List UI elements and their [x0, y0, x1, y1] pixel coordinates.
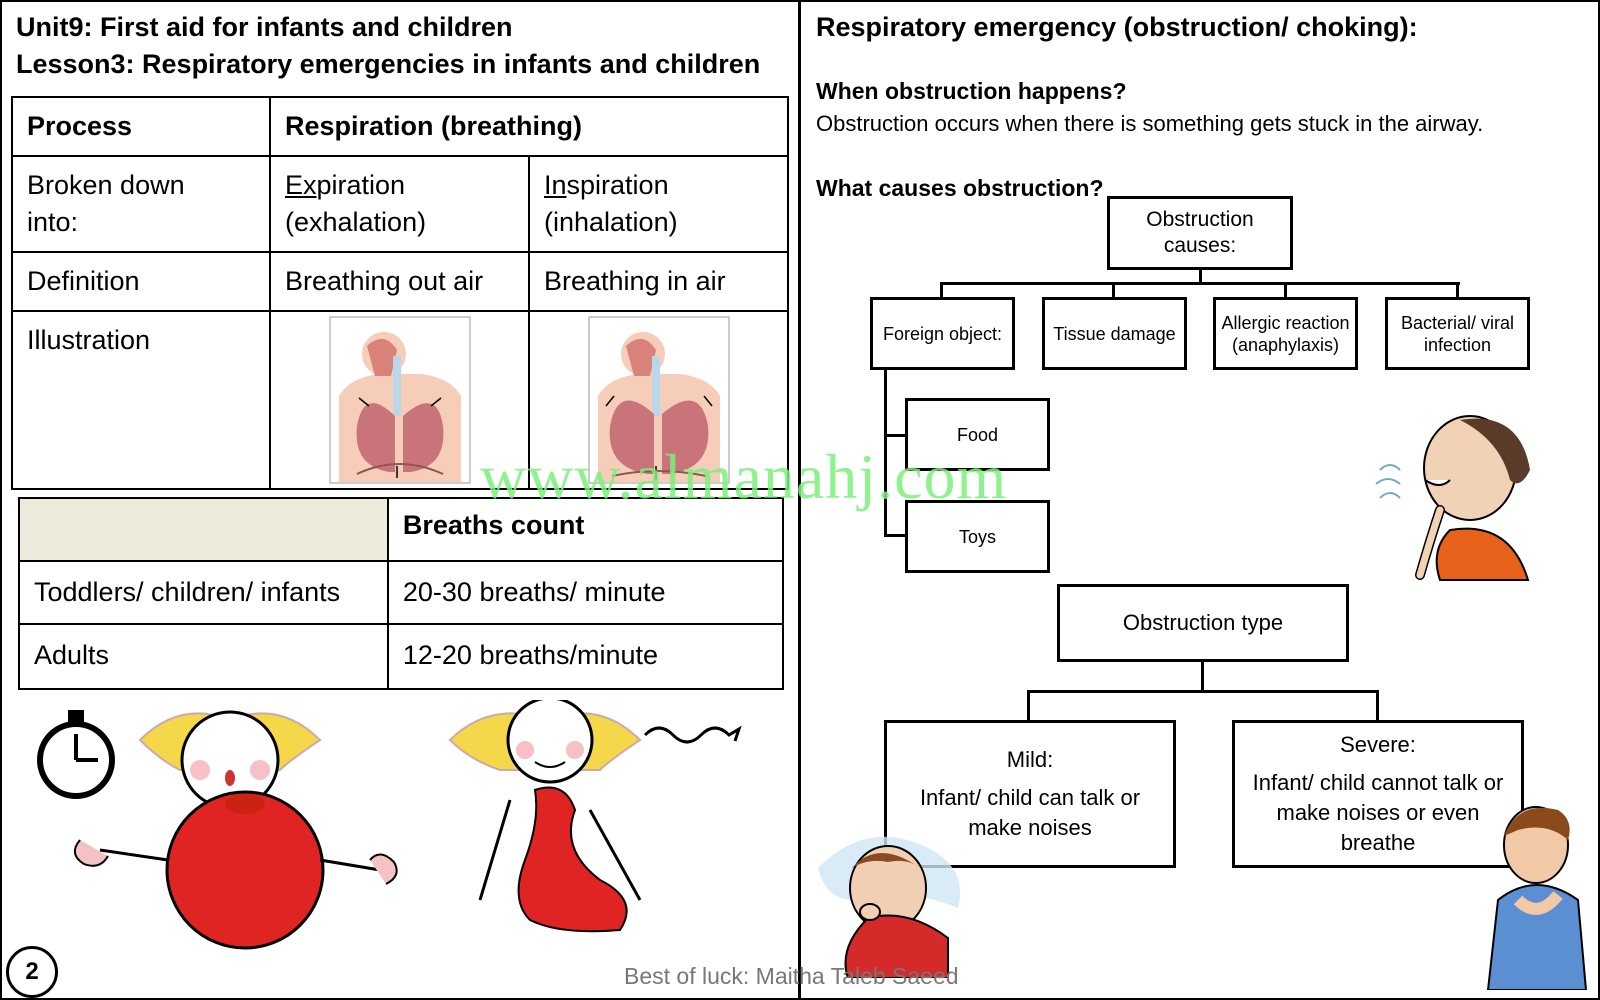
connector [1201, 662, 1204, 692]
watermark: www.almanahj.com [480, 441, 1008, 512]
question-when: When obstruction happens? [816, 78, 1127, 104]
question-causes: What causes obstruction? [816, 175, 1104, 201]
connector [940, 282, 943, 298]
header-respiration: Respiration (breathing) [269, 96, 789, 157]
cell-inspiration: Inspiration(inhalation) [528, 155, 789, 253]
choking-boy-icon [1486, 806, 1588, 990]
connector [1112, 282, 1115, 298]
connector [1027, 690, 1379, 693]
answer-when: Obstruction occurs when there is somethi… [816, 111, 1484, 136]
breaths-table-blank-header [18, 497, 389, 562]
page-divider [798, 0, 801, 1000]
severe-title: Severe: [1340, 732, 1416, 757]
connector [1376, 690, 1379, 722]
cell-expiration: Expiration(exhalation) [269, 155, 530, 253]
cause-allergic-reaction: Allergic reaction (anaphylaxis) [1213, 297, 1358, 370]
connector [884, 370, 887, 536]
mild-title: Mild: [1006, 747, 1054, 772]
definition-expiration: Breathing out air [269, 251, 530, 312]
breaths-row-adults-group: Adults [18, 623, 389, 690]
connector [1456, 282, 1459, 298]
connector [884, 534, 906, 537]
lungs-exhale-icon [329, 316, 470, 484]
header-process: Process [11, 96, 271, 157]
respiration-table: Process Respiration (breathing) Broken d… [11, 96, 789, 490]
mild-text: Infant/ child can talk or make noises [919, 785, 1141, 840]
row-illustration-label: Illustration [11, 310, 271, 490]
breaths-row-children-count: 20-30 breaths/ minute [386, 560, 785, 625]
connector [940, 282, 1460, 285]
definition-inspiration: Breathing in air [528, 251, 789, 312]
row-definition-label: Definition [11, 251, 271, 312]
connector [1027, 690, 1030, 722]
causes-root-box: Obstruction causes: [1107, 196, 1293, 270]
lesson-title: Lesson3: Respiratory emergencies in infa… [16, 49, 761, 79]
severe-box: Severe: Infant/ child cannot talk or mak… [1232, 720, 1524, 868]
coughing-boy-icon [818, 836, 960, 978]
connector [1284, 282, 1287, 298]
breaths-row-adults-count: 12-20 breaths/minute [386, 623, 785, 690]
page-number: 2 [6, 946, 58, 998]
stopwatch-icon [37, 710, 115, 799]
connector [1199, 270, 1202, 284]
connector [884, 434, 906, 437]
cause-tissue-damage: Tissue damage [1042, 297, 1187, 370]
breaths-row-children-group: Toddlers/ children/ infants [18, 560, 389, 625]
lungs-inhale-icon [588, 316, 729, 484]
breaths-count-header: Breaths count [386, 497, 785, 562]
mild-box: Mild: Infant/ child can talk or make noi… [884, 720, 1176, 868]
severe-text: Infant/ child cannot talk or make noises… [1252, 770, 1504, 855]
cause-infection: Bacterial/ viral infection [1385, 297, 1530, 370]
foreign-object-toys: Toys [905, 500, 1050, 573]
right-title: Respiratory emergency (obstruction/ chok… [816, 12, 1418, 42]
cause-foreign-object: Foreign object: [870, 297, 1015, 370]
illustration-inspiration [528, 310, 789, 490]
unit-title: Unit9: First aid for infants and childre… [16, 12, 513, 42]
breathing-cartoons [37, 700, 742, 950]
illustration-expiration [269, 310, 530, 490]
type-root-box: Obstruction type [1057, 584, 1349, 662]
breaths-table: Breaths count Toddlers/ children/ infant… [18, 497, 785, 690]
choking-man-icon [1375, 415, 1530, 581]
footer-credit: Best of luck: Maitha Taleb Saeed [624, 963, 959, 989]
foreign-object-food: Food [905, 398, 1050, 471]
